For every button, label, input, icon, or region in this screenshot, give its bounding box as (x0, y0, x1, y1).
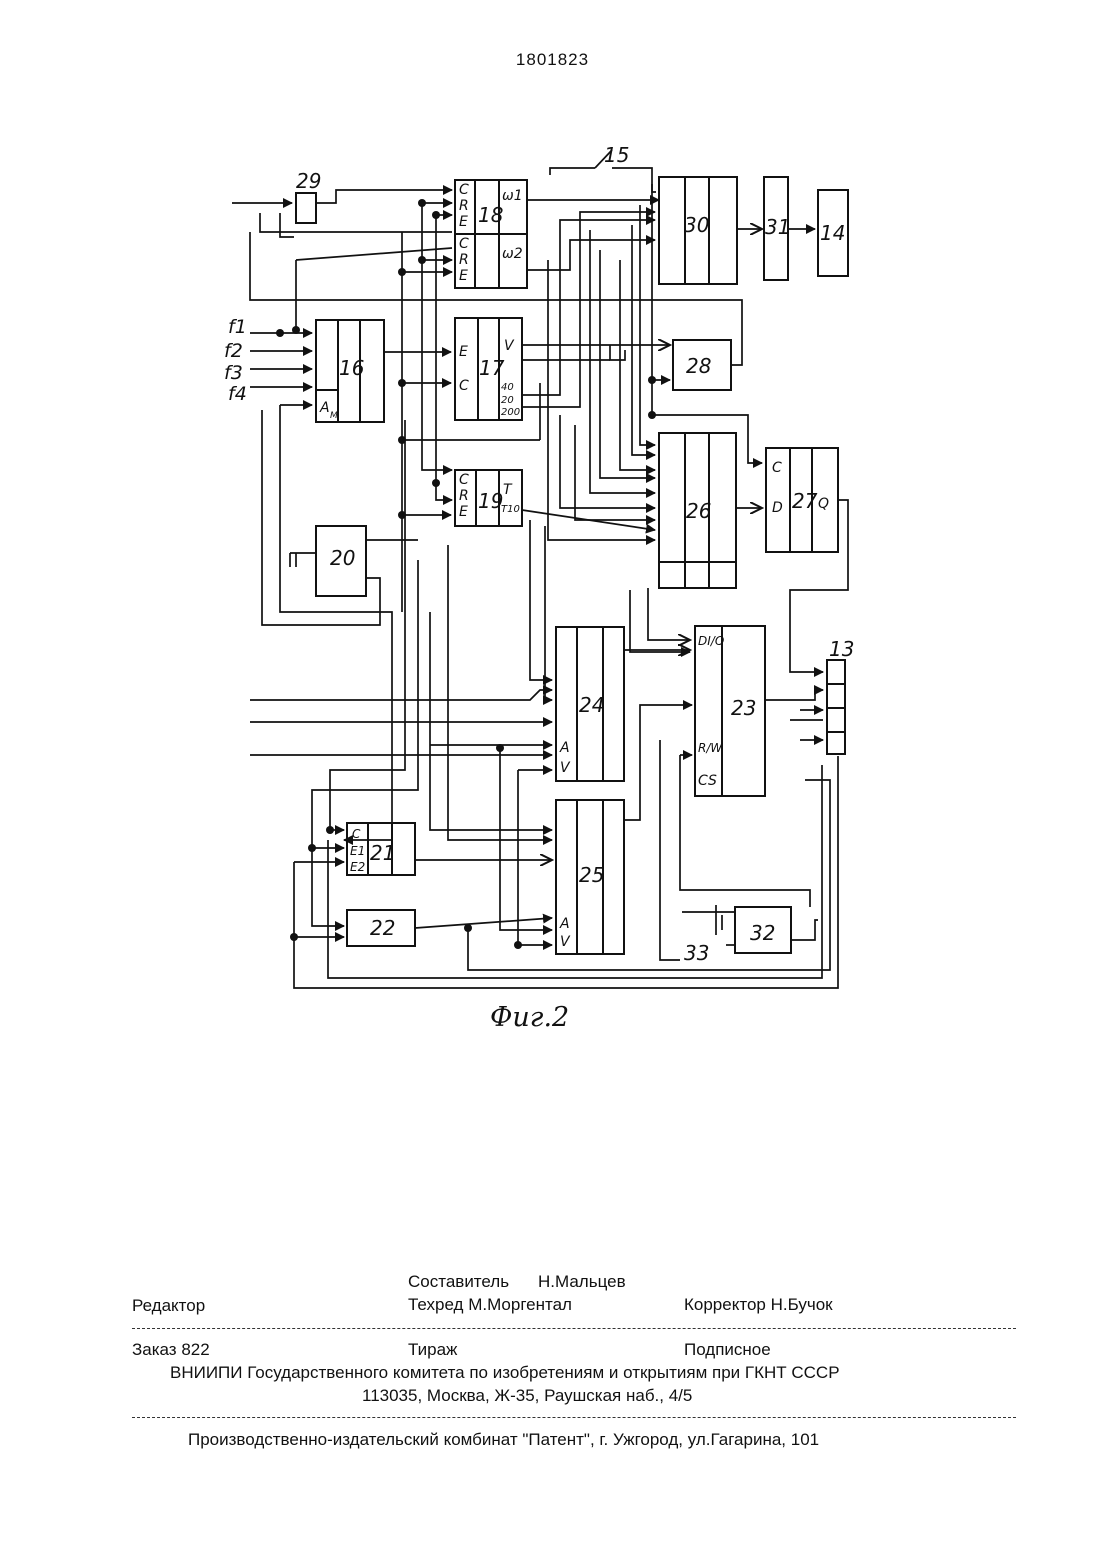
pin-21-c: C (352, 827, 361, 841)
pin-18-w2: ω2 (502, 246, 523, 262)
label-27: 27 (792, 489, 818, 513)
subscription: Подписное (684, 1340, 771, 1360)
figure-caption: Фиг.2 (490, 1002, 569, 1033)
label-22: 22 (370, 916, 395, 940)
pin-16-m: M (330, 411, 338, 421)
pin-18-c2: C (459, 236, 469, 252)
pin-17-40: 40 (501, 382, 514, 393)
label-20: 20 (330, 546, 355, 570)
pin-23-di: DI/O (698, 634, 724, 648)
pin-25-a: A (559, 916, 570, 932)
pin-19-t: T (503, 482, 513, 498)
editor-label: Редактор (132, 1296, 205, 1316)
label-17: 17 (479, 356, 505, 380)
label-18: 18 (478, 203, 503, 227)
circulation: Тираж (408, 1340, 457, 1360)
label-19: 19 (478, 489, 503, 513)
input-f3: f3 (224, 362, 243, 384)
label-13: 13 (829, 637, 854, 661)
circuit-diagram: f1 f2 f3 f4 29 18 15 30 31 14 16 17 28 1… (0, 0, 1105, 1000)
label-24: 24 (579, 693, 604, 717)
label-32: 32 (750, 921, 775, 945)
pin-17-200: 200 (501, 407, 520, 418)
publisher: Производственно-издательский комбинат "П… (188, 1430, 819, 1450)
block-29 (296, 193, 316, 223)
pin-24-v: V (560, 760, 571, 776)
input-f1: f1 (228, 316, 247, 338)
label-29: 29 (296, 169, 321, 193)
institute: ВНИИПИ Государственного комитета по изоб… (170, 1363, 840, 1383)
pin-23-cs: CS (698, 773, 717, 789)
input-f4: f4 (228, 383, 247, 405)
pin-27-d: D (772, 500, 783, 516)
label-15: 15 (604, 143, 629, 167)
label-23: 23 (731, 696, 756, 720)
label-25: 25 (579, 863, 604, 887)
label-28: 28 (686, 354, 711, 378)
pin-17-c: C (459, 378, 469, 394)
pin-25-v: V (560, 934, 571, 950)
pin-17-v: V (504, 338, 515, 354)
label-26: 26 (686, 499, 711, 523)
divider-top (132, 1328, 1016, 1329)
address: 113035, Москва, Ж-35, Раушская наб., 4/5 (362, 1386, 692, 1406)
pin-18-c1: C (459, 182, 469, 198)
pin-16-a: A (319, 400, 330, 416)
pin-18-r2: R (459, 252, 469, 268)
pin-17-e: E (459, 344, 468, 360)
pin-21-e2: E2 (350, 860, 365, 874)
pin-27-q: Q (818, 496, 829, 512)
pin-27-c: C (772, 460, 782, 476)
divider-bottom (132, 1417, 1016, 1418)
label-21: 21 (370, 841, 395, 865)
label-16: 16 (339, 356, 364, 380)
pin-21-e1: E1 (350, 844, 365, 858)
compiler-label: Составитель (408, 1272, 509, 1292)
pin-19-r: R (459, 488, 469, 504)
label-33: 33 (684, 941, 709, 965)
label-30: 30 (684, 213, 709, 237)
pin-19-e: E (459, 504, 468, 520)
compiler-name: Н.Мальцев (538, 1272, 626, 1292)
pin-18-w1: ω1 (502, 188, 523, 204)
label-14: 14 (820, 221, 845, 245)
techred: Техред М.Моргентал (408, 1295, 572, 1315)
pin-19-c: C (459, 472, 469, 488)
pin-18-r1: R (459, 198, 469, 214)
pin-18-e1: E (459, 214, 468, 230)
pin-19-t10: T10 (501, 504, 520, 515)
pin-23-rw: R/W (698, 741, 723, 755)
label-31: 31 (765, 215, 790, 239)
input-f2: f2 (224, 340, 243, 362)
order-number: Заказ 822 (132, 1340, 210, 1360)
pin-17-20: 20 (501, 395, 514, 406)
pin-18-e2: E (459, 268, 468, 284)
corrector: Корректор Н.Бучок (684, 1295, 833, 1315)
junction-dots (276, 199, 656, 949)
pin-24-a: A (559, 740, 570, 756)
